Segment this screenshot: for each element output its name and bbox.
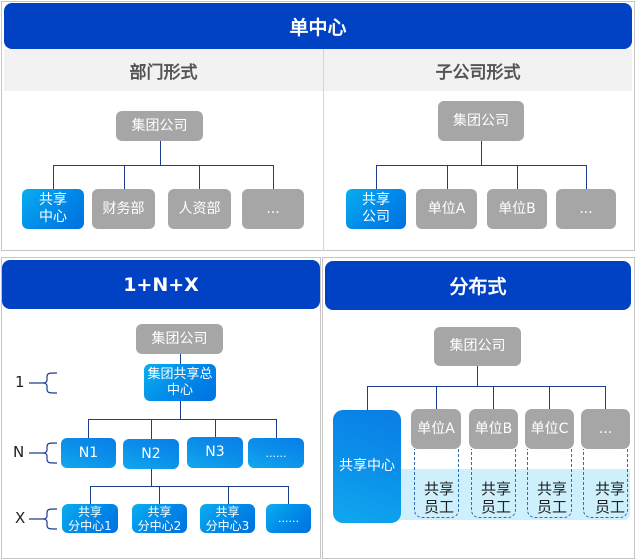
group-company-node: 集团公司 — [438, 101, 524, 141]
n1-node: N1 — [61, 438, 116, 468]
connector — [90, 486, 289, 487]
brace-icon — [29, 442, 58, 464]
connector — [447, 165, 448, 189]
connector — [53, 165, 54, 189]
tier-label-1: 1 — [15, 373, 25, 391]
unit-a-node: 单位A — [416, 189, 477, 229]
n-more-node: ...... — [248, 438, 304, 468]
shared-staff-label: 共享 员工 — [423, 480, 454, 516]
sub-center-2-node: 共享 分中心2 — [132, 504, 187, 533]
connector — [151, 469, 152, 486]
connector — [481, 141, 482, 166]
connector — [276, 419, 277, 438]
shared-staff-label: 共享 员工 — [536, 480, 567, 516]
connector — [53, 165, 274, 166]
distributed-banner: 分布式 — [325, 261, 631, 310]
shared-staff-group-a — [414, 449, 459, 518]
shared-center-node: 共享 中心 — [22, 189, 84, 229]
sub-center-more-node: ...... — [266, 504, 311, 533]
brace-icon — [29, 508, 58, 530]
tier-label-n: N — [13, 443, 25, 461]
one-n-x-banner: 1+N+X — [2, 260, 320, 309]
brace-icon — [29, 372, 58, 394]
bottom-right-frame — [322, 257, 635, 559]
connector — [124, 165, 125, 189]
group-company-node: 集团公司 — [434, 327, 521, 366]
connector — [180, 354, 181, 364]
connector — [605, 386, 606, 410]
subsidiary-form-heading: 子公司形式 — [324, 49, 632, 91]
top-divider — [323, 49, 324, 251]
shared-company-node: 共享 公司 — [346, 189, 406, 229]
shared-staff-group-more — [583, 449, 628, 518]
department-form-heading: 部门形式 — [4, 49, 323, 91]
connector — [517, 165, 518, 189]
hr-dept-node: 人资部 — [168, 189, 231, 229]
connector — [180, 401, 181, 420]
shared-staff-group-c — [527, 449, 572, 518]
connector — [159, 486, 160, 504]
connector — [151, 419, 152, 439]
top-frame — [1, 1, 635, 251]
finance-dept-node: 财务部 — [92, 189, 155, 229]
group-shared-hq-node: 集团共享总 中心 — [144, 364, 216, 401]
connector — [215, 419, 216, 437]
connector — [88, 419, 277, 420]
connector — [367, 386, 368, 410]
connector — [160, 141, 161, 166]
n3-node: N3 — [187, 437, 243, 468]
sub-center-1-node: 共享 分中心1 — [62, 504, 118, 533]
shared-staff-group-b — [471, 449, 516, 518]
n2-node: N2 — [123, 439, 179, 469]
connector — [493, 386, 494, 410]
bottom-left-frame — [1, 257, 321, 559]
connector — [90, 486, 91, 504]
connector — [88, 419, 89, 438]
connector — [376, 165, 587, 166]
single-center-banner: 单中心 — [4, 3, 632, 49]
connector — [436, 386, 437, 410]
group-company-node: 集团公司 — [136, 324, 223, 354]
unit-b-node: 单位B — [487, 189, 547, 229]
unit-c-node: 单位C — [525, 409, 574, 449]
connector — [376, 165, 377, 189]
connector — [477, 366, 478, 387]
group-company-node: 集团公司 — [116, 111, 203, 141]
connector — [288, 486, 289, 504]
connector — [273, 165, 274, 189]
sub-center-3-node: 共享 分中心3 — [200, 504, 255, 533]
more-node: ... — [556, 189, 616, 229]
connector — [228, 486, 229, 504]
shared-center-node: 共享中心 — [333, 410, 401, 523]
shared-staff-label: 共享 员工 — [480, 480, 511, 516]
unit-a-node: 单位A — [411, 409, 461, 449]
connector — [586, 165, 587, 189]
tier-label-x: X — [15, 509, 26, 527]
unit-more-node: ... — [581, 409, 630, 449]
connector — [549, 386, 550, 410]
connector — [367, 386, 606, 387]
connector — [199, 165, 200, 189]
shared-staff-label: 共享 员工 — [594, 480, 625, 516]
more-node: ... — [242, 189, 304, 229]
unit-b-node: 单位B — [469, 409, 518, 449]
